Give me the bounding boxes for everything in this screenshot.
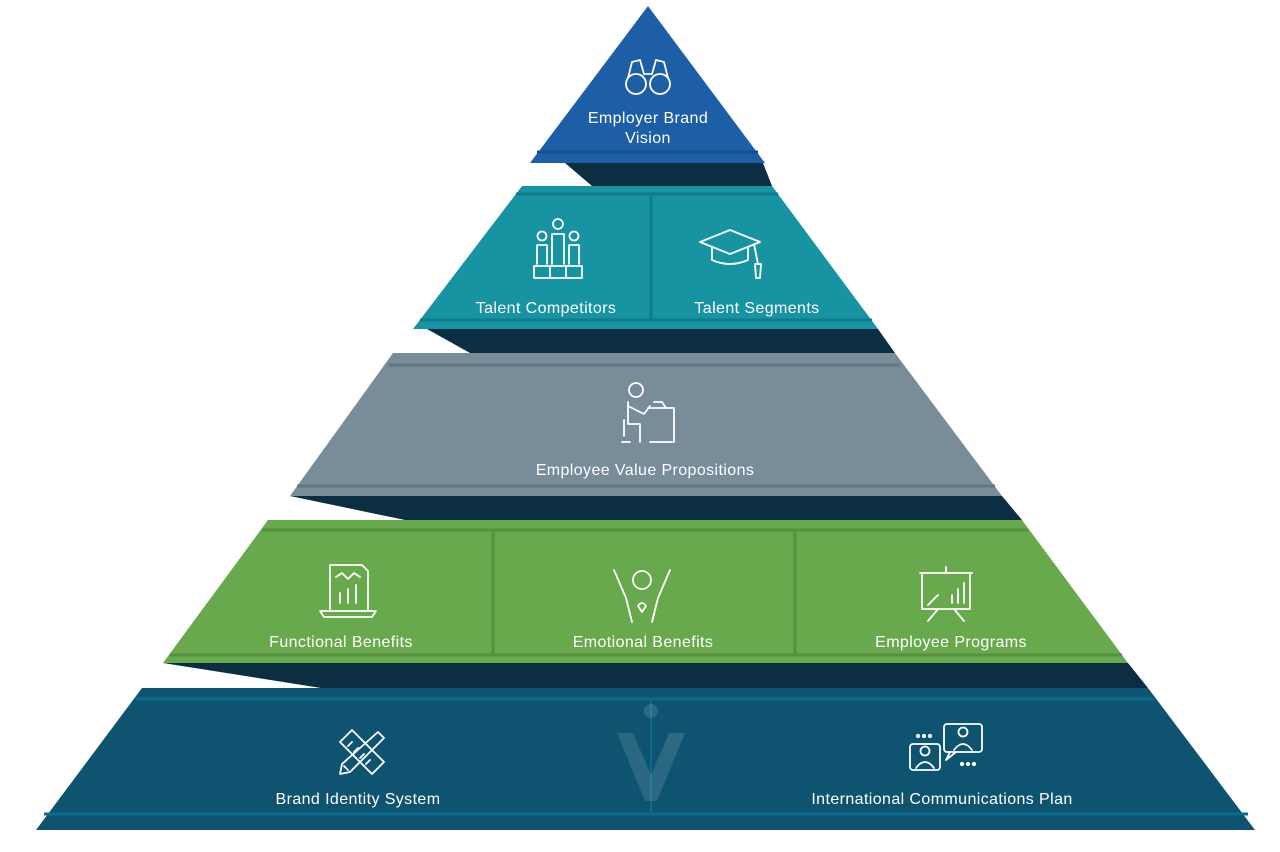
tier-2-left-label: Talent Competitors [476,300,617,317]
tier-4-shape [163,520,1128,663]
tier-3-shape [290,353,1002,496]
tier-4: Functional Benefits Emotional Benefits E… [163,520,1128,663]
connector-4-5 [163,663,1148,688]
tier-2: Talent Competitors Talent Segments [413,186,878,329]
tier-1-label-line1: Employer Brand [588,110,708,127]
logo-watermark-icon [617,704,685,801]
person-at-desk-icon [621,382,675,443]
tier-3-label: Employee Value Propositions [536,462,755,479]
tier-4-right-label: Employee Programs [875,634,1027,651]
podium-people-icon [533,218,583,279]
connector-3-4 [290,496,1022,520]
connector-2-3 [427,329,895,353]
tier-1-shape [530,6,765,163]
tier-4-left-label: Functional Benefits [269,634,413,651]
graduation-cap-icon [699,229,762,279]
tier-3: Employee Value Propositions [290,353,1002,496]
connector-1-2 [565,163,772,186]
presentation-board-icon [919,566,973,622]
tier-1: Employer Brand Vision [530,6,765,163]
tier-4-middle-label: Emotional Benefits [573,634,714,651]
tier-5: Brand Identity System International Comm… [36,688,1255,830]
laptop-report-icon [319,564,377,618]
tier-2-right-label: Talent Segments [694,300,819,317]
tier-1-label-line2: Vision [625,130,671,147]
tier-5-left-label: Brand Identity System [276,791,441,808]
pencil-ruler-icon [339,729,385,775]
chat-people-icon [909,723,983,771]
tier-2-shape [413,186,878,329]
binoculars-icon [625,59,671,95]
cheering-person-icon [613,569,671,623]
tier-5-right-label: International Communications Plan [811,791,1072,808]
